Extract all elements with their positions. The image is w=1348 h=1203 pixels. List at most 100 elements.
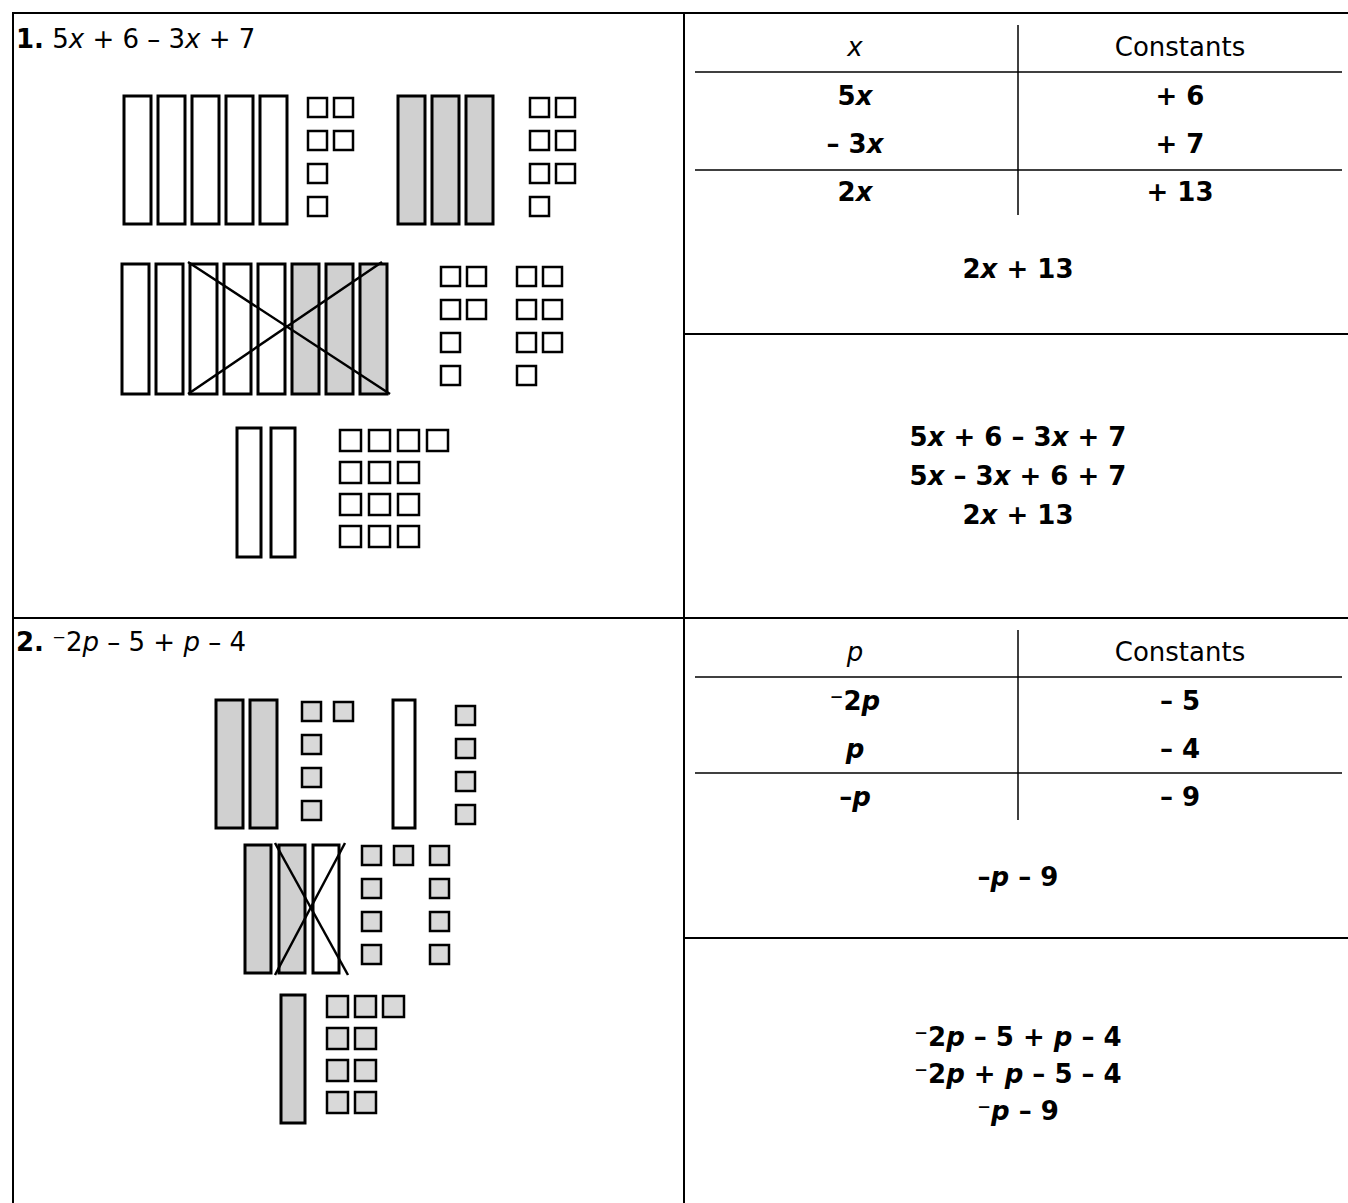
- negative-unit-tile: [355, 1060, 376, 1081]
- x-tile: [122, 264, 149, 394]
- negative-unit-tile: [302, 801, 321, 820]
- variable: p: [846, 734, 865, 764]
- column-header: Constants: [1115, 33, 1245, 63]
- negative-unit-tile: [394, 846, 413, 865]
- negative-unit-tile: [362, 879, 381, 898]
- x-tile: [124, 96, 151, 224]
- unit-tile: [441, 333, 460, 352]
- unit-tile: [530, 98, 549, 117]
- variable: x: [856, 177, 873, 207]
- negative-unit-tile: [362, 945, 381, 964]
- unit-tile: [308, 164, 327, 183]
- expression: 2x: [838, 178, 873, 208]
- cancel-mark: [275, 843, 348, 975]
- cancel-mark: [188, 262, 390, 394]
- worksheet-cell: 2. ⁻2p – 5 + p – 4: [12, 617, 683, 1203]
- worksheet-cell: 5x + 6 – 3x + 75x – 3x + 6 + 72x + 13: [683, 333, 1348, 617]
- unit-tile: [441, 267, 460, 286]
- variable: x: [928, 461, 945, 491]
- negative-unit-tile: [355, 996, 376, 1017]
- worksheet-cell: pConstants⁻2p– 5p– 4–p– 9–p – 9: [683, 617, 1348, 937]
- negative-unit-tile: [456, 805, 475, 824]
- variable: p: [862, 686, 881, 716]
- variable: p: [847, 637, 864, 667]
- negative-unit-tile: [327, 996, 348, 1017]
- negative-unit-tile: [302, 702, 321, 721]
- variable: p: [83, 627, 100, 657]
- worksheet-cell: xConstants5x+ 6– 3x+ 72x+ 132x + 13: [683, 12, 1348, 333]
- negative-x-tile: [250, 700, 277, 828]
- problem-number: 1.: [16, 24, 44, 54]
- variable: x: [69, 24, 84, 54]
- negative-unit-tile: [362, 846, 381, 865]
- variable: x: [981, 254, 998, 284]
- expression: 5x – 3x + 6 + 7: [910, 462, 1127, 492]
- x-tile: [158, 96, 185, 224]
- x-tile: [258, 264, 285, 394]
- negative-x-tile: [466, 96, 493, 224]
- negative-x-tile: [360, 264, 387, 394]
- unit-tile: [517, 300, 536, 319]
- unit-tile: [530, 197, 549, 216]
- expression: –p – 9: [978, 863, 1059, 893]
- unit-tile: [467, 300, 486, 319]
- negative-unit-tile: [327, 1060, 348, 1081]
- x-tile: [237, 428, 261, 557]
- expression: – 3x: [827, 130, 884, 160]
- problem-heading: 2. ⁻2p – 5 + p – 4: [16, 628, 246, 658]
- unit-tile: [369, 462, 390, 483]
- negative-unit-tile: [430, 945, 449, 964]
- negative-unit-tile: [355, 1092, 376, 1113]
- variable: p: [1054, 1022, 1073, 1052]
- variable: p: [946, 1022, 965, 1052]
- unit-tile: [369, 430, 390, 451]
- variable: p: [991, 862, 1010, 892]
- unit-tile: [334, 98, 353, 117]
- variable: x: [867, 129, 884, 159]
- variable: p: [946, 1059, 965, 1089]
- unit-tile: [543, 300, 562, 319]
- unit-tile: [340, 494, 361, 515]
- unit-tile: [308, 98, 327, 117]
- unit-tile: [334, 131, 353, 150]
- expression: 2x + 13: [963, 255, 1074, 285]
- expression: ⁻2p – 5 + p – 4: [914, 1023, 1121, 1053]
- unit-tile: [340, 526, 361, 547]
- unit-tile: [467, 267, 486, 286]
- table-rule: [1017, 630, 1019, 820]
- x-tile: [271, 428, 295, 557]
- unit-tile: [517, 366, 536, 385]
- negative-unit-tile: [430, 912, 449, 931]
- variable: p: [852, 782, 871, 812]
- expression: ⁻2p + p – 5 – 4: [914, 1060, 1121, 1090]
- unit-tile: [530, 131, 549, 150]
- negative-unit-tile: [456, 706, 475, 725]
- unit-tile: [517, 333, 536, 352]
- unit-tile: [369, 526, 390, 547]
- column-header: x: [847, 33, 862, 63]
- unit-tile: [556, 131, 575, 150]
- unit-tile: [398, 430, 419, 451]
- problem-heading: 1. 5x + 6 – 3x + 7: [16, 25, 255, 55]
- unit-tile: [441, 366, 460, 385]
- expression: 2x + 13: [963, 501, 1074, 531]
- variable: x: [856, 81, 873, 111]
- variable: x: [1052, 422, 1069, 452]
- negative-x-tile: [216, 700, 243, 828]
- variable: x: [994, 461, 1011, 491]
- x-tile: [190, 264, 217, 394]
- table-rule: [1017, 25, 1019, 215]
- negative-x-tile: [245, 845, 271, 973]
- negative-unit-tile: [456, 772, 475, 791]
- unit-tile: [308, 131, 327, 150]
- negative-unit-tile: [383, 996, 404, 1017]
- expression: – 4: [1160, 735, 1200, 765]
- x-tile: [260, 96, 287, 224]
- variable: x: [928, 422, 945, 452]
- expression: ⁻2p: [830, 687, 880, 717]
- unit-tile: [441, 300, 460, 319]
- column-header: Constants: [1115, 638, 1245, 668]
- expression: – 5: [1160, 687, 1200, 717]
- x-tile: [192, 96, 219, 224]
